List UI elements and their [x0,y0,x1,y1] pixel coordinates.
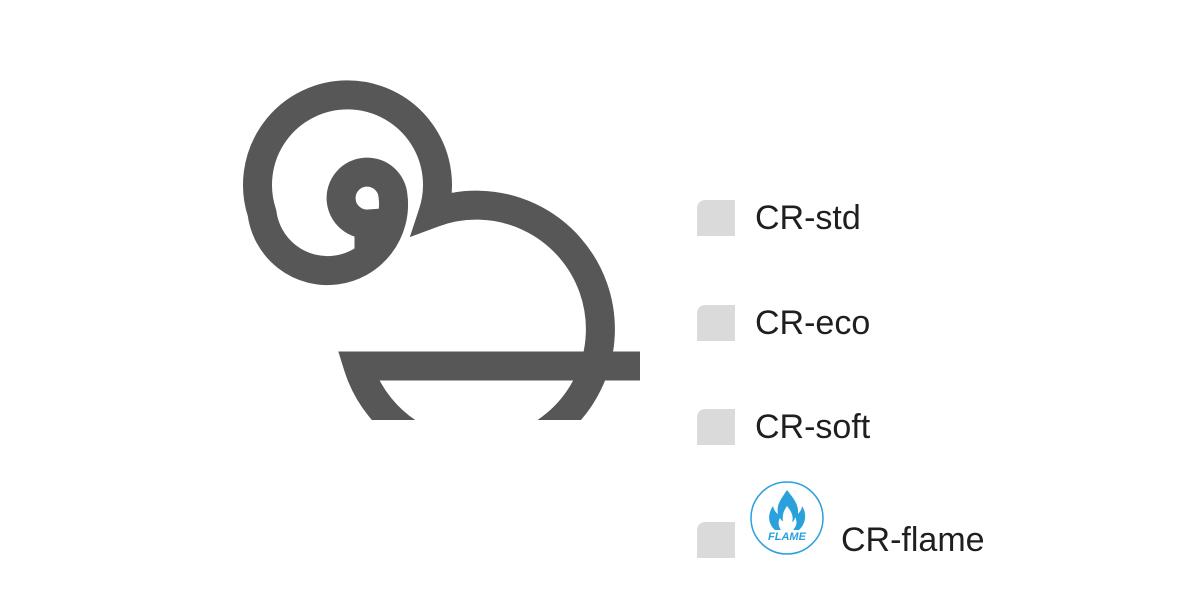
variant-label: CR-std [755,199,861,237]
badge-text: FLAME [768,531,807,543]
variant-cr-soft: CR-soft [697,407,870,447]
rubber-roll-illustration [241,78,640,420]
color-swatch [697,305,735,341]
flame-icon [769,490,806,530]
variant-label: CR-flame [841,521,985,559]
color-swatch [697,409,735,445]
color-swatch [697,522,735,558]
variant-cr-flame: FLAME CR-flame [697,481,985,560]
variant-label: CR-eco [755,304,871,342]
variant-cr-eco: CR-eco [697,303,870,343]
roll-shape [243,80,640,420]
variant-cr-std: CR-std [697,198,861,238]
flame-badge: FLAME [750,481,824,555]
variant-label: CR-soft [755,408,871,446]
color-swatch [697,200,735,236]
